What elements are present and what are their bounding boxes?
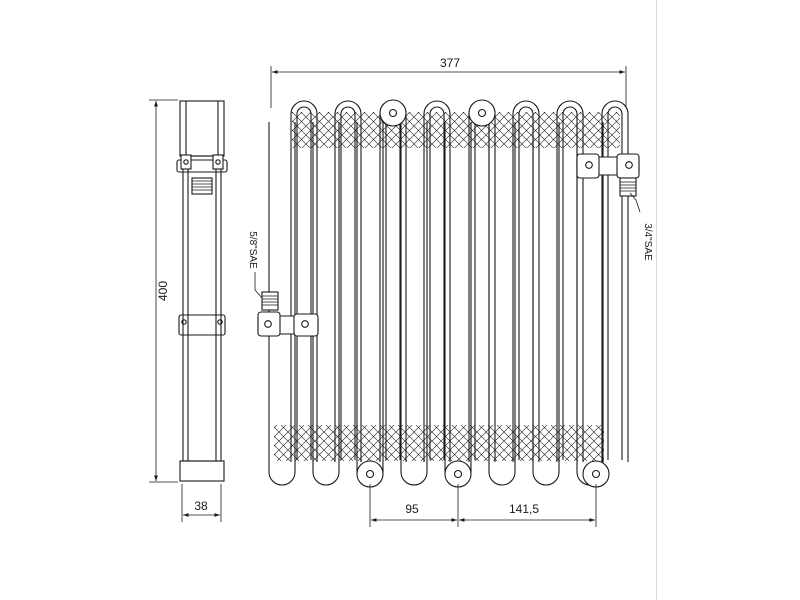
mounting-lug-hole (453, 469, 463, 479)
tube-loop-top (512, 100, 540, 462)
tube-loop-top-inner (518, 106, 534, 460)
outlet-port-label: 3/4"SAE (642, 223, 653, 261)
front-dimensions (270, 66, 627, 527)
tube-loop-top (601, 100, 629, 462)
side-body (182, 155, 222, 462)
outlet-clamp (576, 153, 640, 197)
tube-loop-top-inner (474, 106, 490, 460)
mounting-lug-bottom (582, 460, 610, 488)
mounting-lug-hole (591, 469, 601, 479)
inlet-clamp (257, 291, 319, 337)
tube-loop-top (556, 100, 584, 462)
dim-overall-width-label: 377 (440, 56, 460, 70)
fins-lower (274, 425, 604, 461)
mounting-lug-bottom (444, 460, 472, 488)
tube-loop-top (379, 100, 407, 462)
tube-loop-top (423, 100, 451, 462)
dim-height-label: 400 (156, 281, 170, 301)
mounting-lug-hole (477, 108, 487, 118)
side-top-bracket (179, 100, 225, 157)
mounting-lug-top (468, 99, 496, 127)
tube-loop-bottom (532, 122, 560, 486)
tube-loop-top (334, 100, 362, 462)
page-border-line (656, 0, 657, 600)
port-leaders (254, 192, 641, 299)
tube-loop-top (468, 100, 496, 462)
dim-pitch-right-label: 141,5 (509, 502, 539, 516)
side-mid-clamp (178, 314, 226, 336)
side-view (176, 100, 228, 482)
mounting-lug-hole (365, 469, 375, 479)
tube-loop-top-inner (296, 106, 312, 460)
tube-loop-top-inner (340, 106, 356, 460)
serpentine-tubes (268, 99, 629, 488)
mounting-lug-top (379, 99, 407, 127)
tube-loop-bottom (312, 122, 340, 486)
tube-loop-bottom (488, 122, 516, 486)
mounting-lug-hole (388, 108, 398, 118)
tube-loop-bottom (268, 122, 296, 486)
side-bottom-bracket (179, 460, 225, 482)
front-view (257, 99, 640, 488)
mounting-lug-bottom (356, 460, 384, 488)
tube-loop-top-inner (385, 106, 401, 460)
tube-loop-bottom (400, 122, 428, 486)
tube-loop-top-inner (562, 106, 578, 460)
side-upper-clamp (176, 154, 228, 195)
inlet-port-label: 5/8"SAE (247, 231, 258, 269)
side-dimensions (149, 99, 222, 522)
tube-loop-top-inner (607, 106, 623, 460)
dim-depth-label: 38 (194, 499, 208, 513)
tube-loop-top-inner (429, 106, 445, 460)
fins-upper (292, 112, 620, 148)
tube-loop-top (290, 100, 318, 462)
dim-pitch-left-label: 95 (405, 502, 419, 516)
